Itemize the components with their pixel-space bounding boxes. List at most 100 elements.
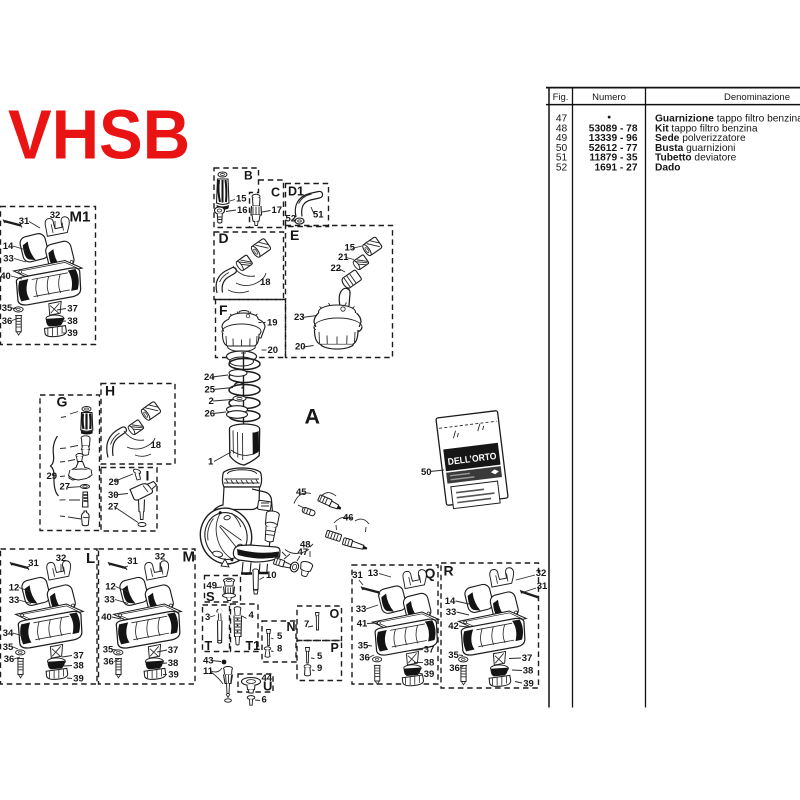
- svg-text:33: 33: [104, 595, 115, 606]
- svg-text:U: U: [263, 679, 272, 694]
- svg-text:Tubetto deviatore: Tubetto deviatore: [655, 153, 737, 164]
- svg-text:27: 27: [60, 482, 71, 493]
- svg-text:35: 35: [103, 645, 114, 656]
- svg-text:33: 33: [356, 604, 367, 615]
- svg-text:35: 35: [2, 303, 13, 314]
- svg-text:20: 20: [268, 345, 279, 356]
- svg-text:8: 8: [277, 644, 282, 655]
- svg-text:39: 39: [168, 670, 179, 681]
- svg-text:10: 10: [266, 570, 277, 581]
- svg-text:36: 36: [449, 663, 460, 674]
- svg-text:33: 33: [3, 254, 14, 265]
- svg-text:39: 39: [67, 328, 78, 339]
- svg-text:F: F: [219, 302, 228, 318]
- svg-text:Numero: Numero: [592, 92, 626, 103]
- svg-text:12: 12: [9, 583, 20, 594]
- svg-text:37: 37: [67, 304, 78, 315]
- svg-text:2: 2: [209, 396, 214, 407]
- svg-text:11879 - 35: 11879 - 35: [589, 153, 637, 164]
- svg-text:39: 39: [523, 679, 534, 690]
- svg-text:M1: M1: [70, 209, 91, 226]
- svg-text:39: 39: [73, 674, 84, 685]
- svg-text:T: T: [205, 639, 213, 653]
- svg-text:30: 30: [108, 490, 119, 501]
- svg-text:3: 3: [205, 612, 210, 623]
- svg-text:26: 26: [205, 409, 216, 420]
- svg-text:27: 27: [108, 502, 119, 513]
- svg-text:Dado: Dado: [655, 162, 680, 173]
- svg-text:52: 52: [286, 214, 297, 225]
- svg-text:13339 - 96: 13339 - 96: [589, 133, 638, 144]
- svg-text:19: 19: [267, 318, 278, 329]
- svg-text:11: 11: [203, 666, 214, 677]
- svg-text:38: 38: [523, 666, 534, 677]
- svg-text:41: 41: [357, 619, 368, 630]
- svg-text:38: 38: [168, 658, 179, 669]
- svg-text:A: A: [305, 405, 321, 429]
- svg-text:36: 36: [103, 657, 114, 668]
- svg-text:R: R: [444, 563, 454, 579]
- svg-text:17: 17: [272, 205, 283, 216]
- svg-text:Sede polverizzatore: Sede polverizzatore: [655, 133, 746, 144]
- svg-text:G: G: [57, 394, 68, 410]
- svg-text:24: 24: [204, 372, 215, 383]
- svg-text:33: 33: [446, 607, 457, 618]
- svg-text:5: 5: [317, 651, 323, 662]
- svg-text:15: 15: [236, 194, 247, 205]
- svg-text:39: 39: [424, 669, 435, 680]
- svg-text:Busta guarnizioni: Busta guarnizioni: [655, 143, 735, 154]
- svg-text:38: 38: [67, 316, 78, 327]
- svg-text:20: 20: [295, 342, 306, 353]
- svg-text:40: 40: [0, 271, 11, 282]
- svg-text:38: 38: [424, 658, 435, 669]
- svg-text:36: 36: [2, 316, 13, 327]
- svg-text:D1: D1: [288, 185, 304, 199]
- svg-text:7: 7: [304, 619, 309, 630]
- svg-text:47: 47: [556, 114, 568, 125]
- svg-text:32: 32: [155, 552, 166, 563]
- svg-text:Denominazione: Denominazione: [724, 92, 790, 103]
- svg-text:37: 37: [424, 645, 435, 656]
- svg-text:1691 - 27: 1691 - 27: [594, 162, 637, 173]
- svg-text:36: 36: [359, 653, 370, 664]
- svg-text:13: 13: [368, 568, 379, 579]
- svg-text:37: 37: [73, 651, 84, 662]
- svg-text:12: 12: [105, 582, 116, 593]
- svg-text:16: 16: [237, 205, 248, 216]
- svg-text:B: B: [244, 169, 253, 183]
- svg-text:36: 36: [4, 654, 15, 665]
- svg-text:18: 18: [260, 277, 271, 288]
- svg-text:25: 25: [205, 385, 216, 396]
- svg-text:C: C: [271, 186, 280, 200]
- svg-text:50: 50: [556, 143, 568, 154]
- svg-text:1: 1: [208, 457, 214, 468]
- svg-text:49: 49: [556, 133, 568, 144]
- svg-text:Q: Q: [425, 565, 436, 581]
- svg-text:31: 31: [352, 570, 363, 581]
- svg-text:32: 32: [56, 553, 67, 564]
- svg-text:14: 14: [3, 241, 14, 252]
- svg-text:37: 37: [168, 645, 179, 656]
- svg-text:32: 32: [536, 568, 547, 579]
- svg-text:18: 18: [151, 440, 162, 451]
- svg-text:15: 15: [345, 243, 356, 254]
- svg-text:52612 - 77: 52612 - 77: [589, 143, 638, 154]
- svg-text:H: H: [105, 383, 115, 399]
- svg-text:31: 31: [127, 556, 138, 567]
- svg-text:D: D: [219, 230, 229, 246]
- svg-text:22: 22: [331, 263, 342, 274]
- svg-text:5: 5: [277, 631, 283, 642]
- svg-text:45: 45: [296, 487, 307, 498]
- svg-text:29: 29: [109, 477, 120, 488]
- svg-text:VHSB: VHSB: [8, 96, 190, 174]
- svg-text:48: 48: [556, 123, 568, 134]
- svg-text:49: 49: [207, 581, 218, 592]
- svg-text:42: 42: [448, 621, 459, 632]
- svg-text:T1: T1: [246, 639, 261, 653]
- svg-text:4: 4: [249, 610, 255, 621]
- svg-text:34: 34: [3, 628, 14, 639]
- svg-text:33: 33: [9, 595, 20, 606]
- svg-text:43: 43: [203, 656, 214, 667]
- svg-text:Guarnizione tappo filtro benzi: Guarnizione tappo filtro benzina: [655, 114, 800, 125]
- svg-text:35: 35: [3, 642, 14, 653]
